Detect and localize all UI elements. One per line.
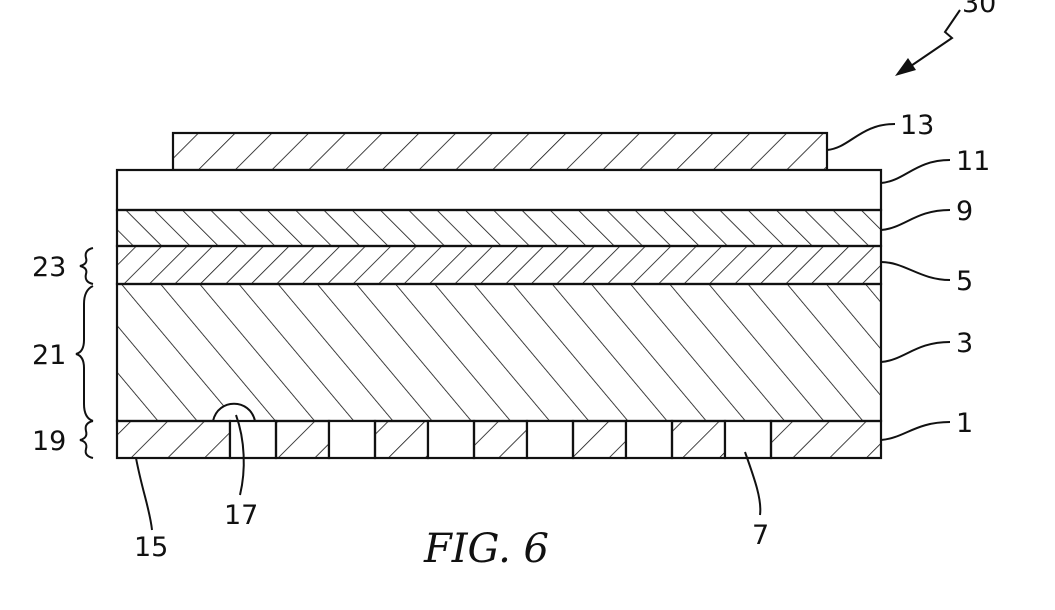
assembly-arrowhead bbox=[895, 58, 916, 76]
ref-15: 15 bbox=[134, 532, 168, 563]
layer-1-segments bbox=[117, 421, 881, 458]
leader-15 bbox=[136, 458, 152, 530]
brace-21 bbox=[76, 286, 93, 421]
assembly-arrow-30 bbox=[905, 10, 960, 70]
layer-1-hole bbox=[329, 421, 375, 458]
ref-1: 1 bbox=[956, 408, 973, 439]
layer-5-hatched bbox=[117, 246, 881, 284]
ref-19: 19 bbox=[32, 426, 66, 457]
ref-23: 23 bbox=[32, 252, 66, 283]
layer-1-segment bbox=[276, 421, 329, 458]
ref-13: 13 bbox=[900, 110, 934, 141]
layer-13-plate bbox=[173, 133, 827, 170]
ref-9: 9 bbox=[956, 196, 973, 227]
layer-1-segment bbox=[573, 421, 626, 458]
layer-1-hole bbox=[725, 421, 771, 458]
ref-5: 5 bbox=[956, 266, 973, 297]
ref-7: 7 bbox=[752, 520, 769, 551]
leader-3 bbox=[881, 342, 950, 362]
layer-1-hole bbox=[527, 421, 573, 458]
brace-19 bbox=[80, 421, 93, 458]
leader-9 bbox=[881, 210, 950, 230]
layer-11-clear bbox=[117, 170, 881, 210]
ref-3: 3 bbox=[956, 328, 973, 359]
ref-11: 11 bbox=[956, 146, 990, 177]
figure-caption: FIG. 6 bbox=[423, 526, 549, 572]
leader-13 bbox=[827, 124, 895, 150]
layer-1-hole bbox=[626, 421, 672, 458]
layer-1-segment bbox=[672, 421, 725, 458]
ref-30: 30 bbox=[962, 0, 996, 19]
layer-3-thick bbox=[117, 284, 881, 421]
layer-1-segment bbox=[117, 421, 230, 458]
layer-1-segment bbox=[771, 421, 881, 458]
layer-1-segment bbox=[474, 421, 527, 458]
leader-5 bbox=[881, 262, 950, 280]
ref-17: 17 bbox=[224, 500, 258, 531]
leader-1 bbox=[881, 422, 950, 440]
layer-1-hole bbox=[230, 421, 276, 458]
leader-11 bbox=[881, 160, 950, 183]
layer-1-hole bbox=[428, 421, 474, 458]
brace-23 bbox=[80, 248, 93, 284]
layer-9-hatched bbox=[117, 210, 881, 246]
ref-21: 21 bbox=[32, 340, 66, 371]
leader-7 bbox=[745, 452, 760, 515]
layer-1-segment bbox=[375, 421, 428, 458]
